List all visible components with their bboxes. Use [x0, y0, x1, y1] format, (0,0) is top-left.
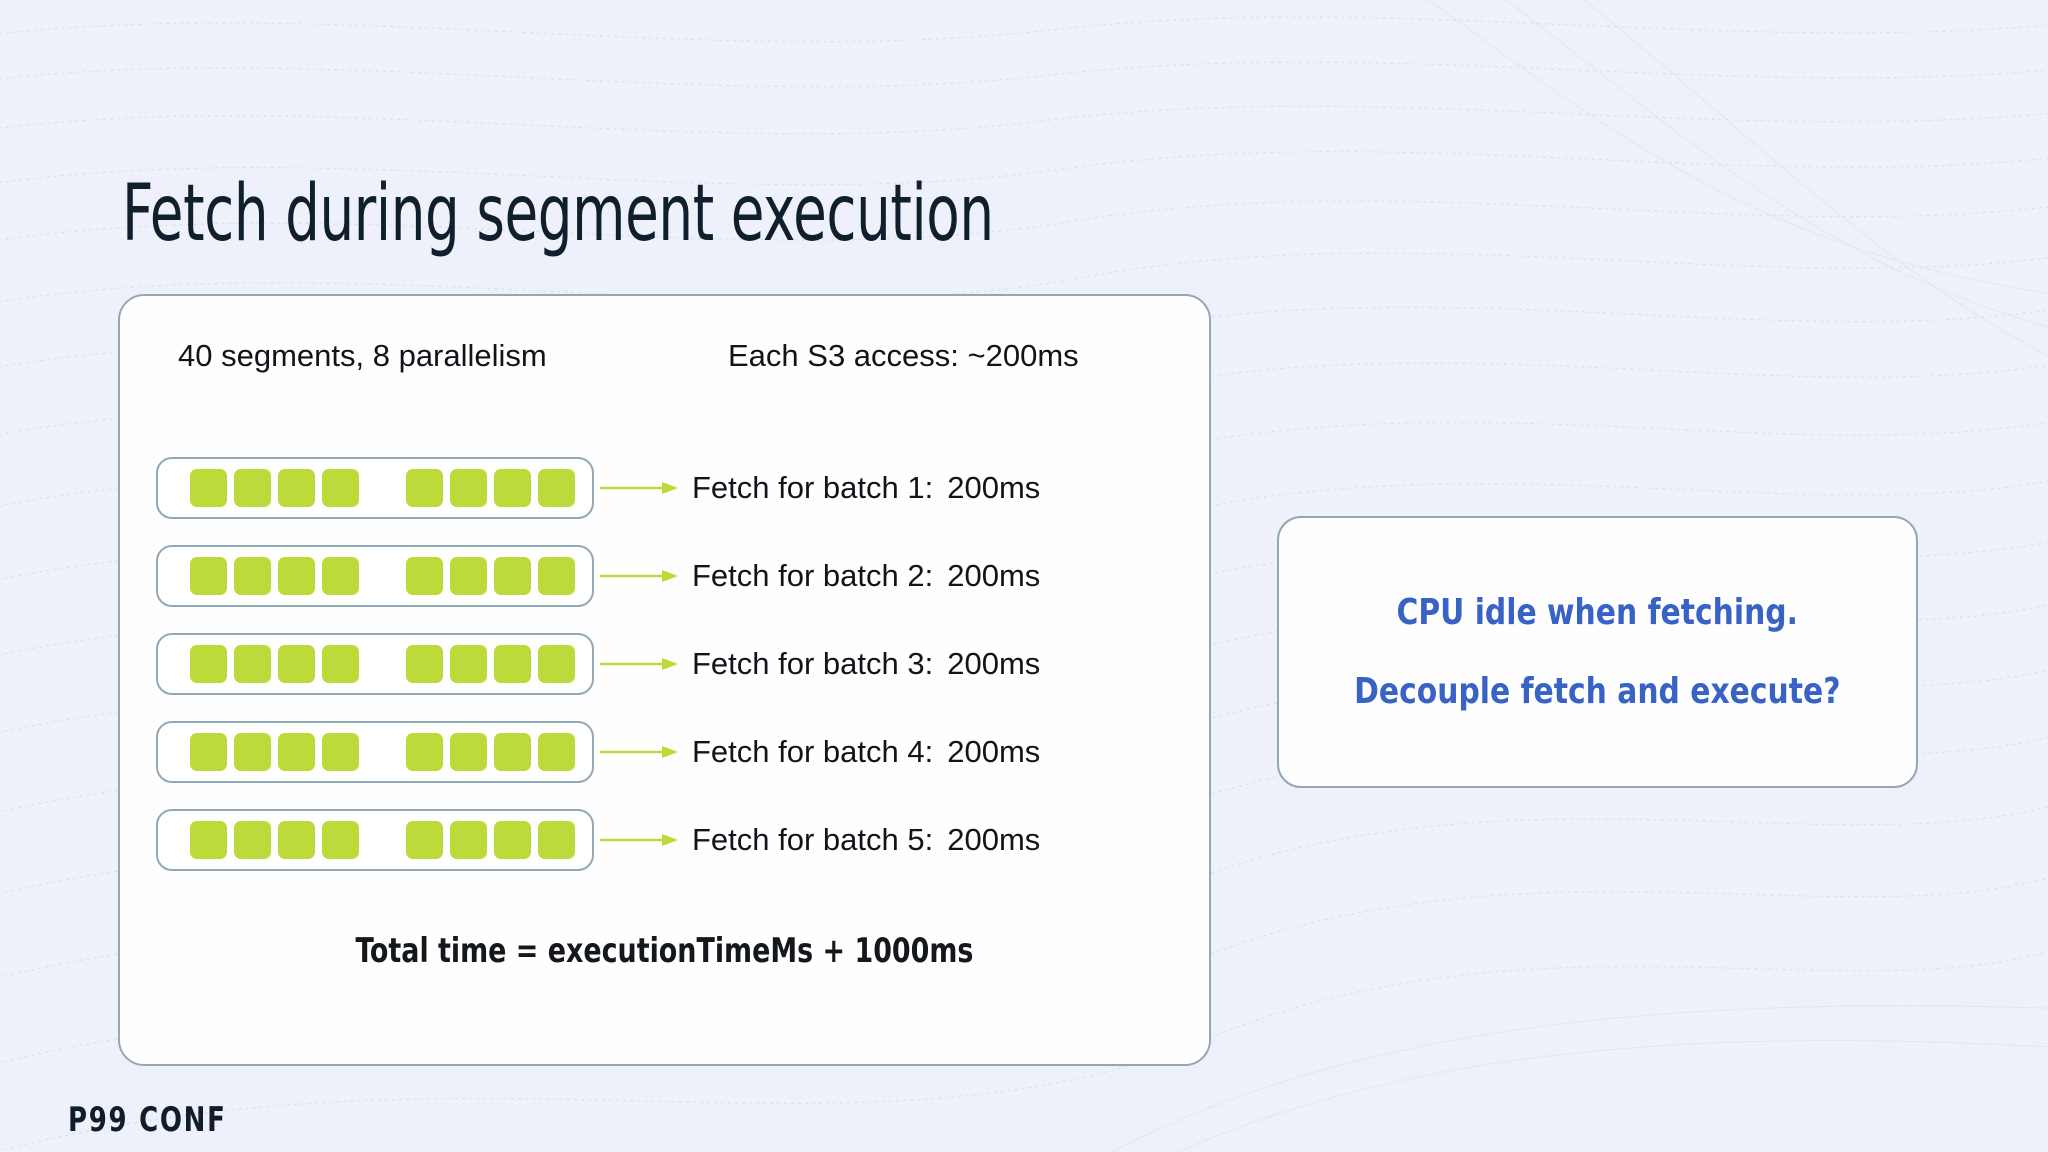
segment-block	[494, 733, 531, 771]
segment-group-left	[190, 645, 359, 683]
callout-line-decouple: Decouple fetch and execute?	[1354, 671, 1841, 712]
segment-group-right	[406, 733, 575, 771]
segment-block	[406, 645, 443, 683]
segment-batch-container	[156, 457, 594, 519]
segment-group-right	[406, 469, 575, 507]
fetch-batch-text: Fetch for batch 5:	[692, 822, 934, 857]
segment-group-left	[190, 469, 359, 507]
segment-block	[538, 469, 575, 507]
fetch-batch-value: 200ms	[947, 734, 1041, 769]
fetch-batch-value: 200ms	[947, 558, 1041, 593]
arrow-right-icon	[600, 570, 678, 582]
arrow-right-icon	[600, 746, 678, 758]
segment-block	[538, 733, 575, 771]
callout-line-cpu-idle: CPU idle when fetching.	[1396, 592, 1799, 633]
segment-block	[322, 733, 359, 771]
fetch-label: Fetch for batch 5: 200ms	[692, 822, 1040, 858]
segment-batch-container	[156, 721, 594, 783]
card-header: 40 segments, 8 parallelism Each S3 acces…	[120, 338, 1209, 388]
fetch-batch-value: 200ms	[947, 822, 1041, 857]
segment-block	[322, 469, 359, 507]
segment-group-right	[406, 645, 575, 683]
fetch-batch-text: Fetch for batch 1:	[692, 470, 934, 505]
segment-batch-container	[156, 633, 594, 695]
segment-block	[450, 645, 487, 683]
p99conf-logo: P99 CONF	[68, 1100, 227, 1140]
segment-block	[406, 469, 443, 507]
fetch-batch-value: 200ms	[947, 646, 1041, 681]
segment-block	[190, 645, 227, 683]
segment-block	[450, 821, 487, 859]
segment-block	[450, 557, 487, 595]
batch-rows-list: Fetch for batch 1: 200ms	[156, 457, 1176, 871]
segment-block	[278, 469, 315, 507]
fetch-label: Fetch for batch 3: 200ms	[692, 646, 1040, 682]
segment-group-left	[190, 557, 359, 595]
fetch-label: Fetch for batch 4: 200ms	[692, 734, 1040, 770]
segments-parallelism-label: 40 segments, 8 parallelism	[178, 338, 547, 373]
segment-block	[234, 821, 271, 859]
segment-block	[406, 557, 443, 595]
segment-block	[538, 645, 575, 683]
segment-block	[190, 469, 227, 507]
segment-block	[538, 557, 575, 595]
fetch-label: Fetch for batch 1: 200ms	[692, 470, 1040, 506]
arrow-right-icon	[600, 482, 678, 494]
batch-row: Fetch for batch 3: 200ms	[156, 633, 1176, 695]
arrow-right-icon	[600, 834, 678, 846]
page-title: Fetch during segment execution	[122, 169, 994, 260]
segment-block	[494, 557, 531, 595]
arrow-right-icon	[600, 658, 678, 670]
fetch-batch-text: Fetch for batch 2:	[692, 558, 934, 593]
segment-block	[494, 469, 531, 507]
segment-block	[538, 821, 575, 859]
segment-batch-container	[156, 545, 594, 607]
segment-group-right	[406, 557, 575, 595]
segment-block	[190, 821, 227, 859]
fetch-label: Fetch for batch 2: 200ms	[692, 558, 1040, 594]
segment-block	[234, 733, 271, 771]
segment-block	[406, 821, 443, 859]
segment-group-left	[190, 733, 359, 771]
segment-block	[322, 557, 359, 595]
insight-callout-box: CPU idle when fetching. Decouple fetch a…	[1277, 516, 1918, 788]
segment-block	[322, 821, 359, 859]
segment-block	[494, 821, 531, 859]
segment-block	[234, 469, 271, 507]
segment-block	[322, 645, 359, 683]
fetch-batch-text: Fetch for batch 3:	[692, 646, 934, 681]
fetch-timeline-card: 40 segments, 8 parallelism Each S3 acces…	[118, 294, 1211, 1066]
segment-block	[450, 733, 487, 771]
segment-block	[494, 645, 531, 683]
segment-block	[234, 645, 271, 683]
segment-block	[234, 557, 271, 595]
segment-block	[278, 733, 315, 771]
segment-block	[278, 645, 315, 683]
segment-block	[278, 557, 315, 595]
segment-block	[406, 733, 443, 771]
segment-batch-container	[156, 809, 594, 871]
fetch-batch-text: Fetch for batch 4:	[692, 734, 934, 769]
batch-row: Fetch for batch 4: 200ms	[156, 721, 1176, 783]
batch-row: Fetch for batch 1: 200ms	[156, 457, 1176, 519]
total-time-formula: Total time = executionTimeMs + 1000ms	[355, 931, 974, 971]
segment-block	[190, 557, 227, 595]
fetch-batch-value: 200ms	[947, 470, 1041, 505]
segment-group-right	[406, 821, 575, 859]
segment-group-left	[190, 821, 359, 859]
segment-block	[278, 821, 315, 859]
segment-block	[450, 469, 487, 507]
batch-row: Fetch for batch 2: 200ms	[156, 545, 1176, 607]
s3-access-latency-label: Each S3 access: ~200ms	[728, 338, 1079, 373]
batch-row: Fetch for batch 5: 200ms	[156, 809, 1176, 871]
segment-block	[190, 733, 227, 771]
